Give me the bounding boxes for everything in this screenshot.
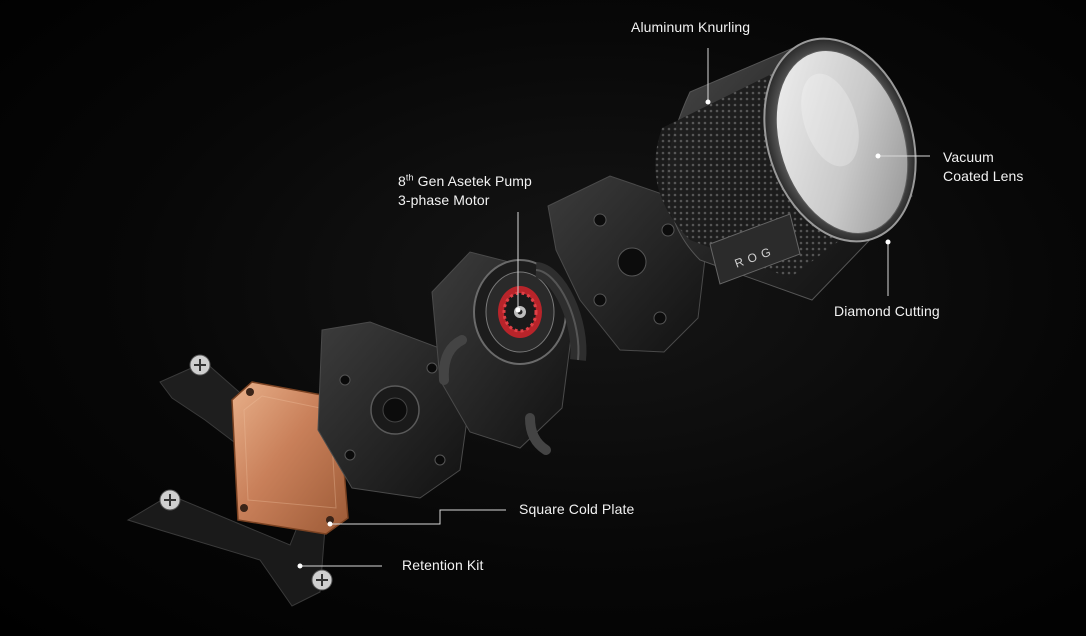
dot-cold-plate xyxy=(327,521,333,527)
pump-base-housing xyxy=(317,321,471,499)
label-vacuum-coated-lens: Vacuum Coated Lens xyxy=(943,148,1024,186)
inner-mounting-plate xyxy=(547,175,707,353)
label-pump-line1-rest: Gen Asetek Pump xyxy=(413,173,532,189)
label-pump-gen-suffix: th xyxy=(405,172,414,183)
rog-logo-panel: ROG xyxy=(709,213,801,285)
label-pump-line2: 3-phase Motor xyxy=(398,192,490,208)
dot-aluminum-knurling xyxy=(705,99,711,105)
label-square-cold-plate: Square Cold Plate xyxy=(519,501,635,517)
label-vacuum-line2: Coated Lens xyxy=(943,168,1024,184)
label-vacuum-line1: Vacuum xyxy=(943,149,994,165)
dot-diamond-cutting xyxy=(885,239,891,245)
leader-lines xyxy=(300,48,930,567)
pump-cover-barrel: ROG xyxy=(655,37,917,301)
label-asetek-pump-motor: 8th Gen Asetek Pump 3-phase Motor xyxy=(398,172,532,210)
label-pump-gen-number: 8 xyxy=(398,173,406,189)
leader-cold-plate xyxy=(330,509,506,525)
leader-dots xyxy=(297,99,891,569)
pump-motor-unit xyxy=(431,251,573,455)
dot-vacuum-lens xyxy=(875,153,881,159)
label-retention-kit: Retention Kit xyxy=(402,557,484,573)
pump-ring xyxy=(534,262,587,361)
label-diamond-cutting: Diamond Cutting xyxy=(834,303,940,319)
label-aluminum-knurling: Aluminum Knurling xyxy=(631,19,751,35)
retention-bracket-lower xyxy=(126,489,333,607)
dot-pump-motor xyxy=(515,307,521,313)
dot-retention-kit xyxy=(297,563,303,569)
label-pump-line1: 8th Gen Asetek Pump xyxy=(398,172,532,191)
